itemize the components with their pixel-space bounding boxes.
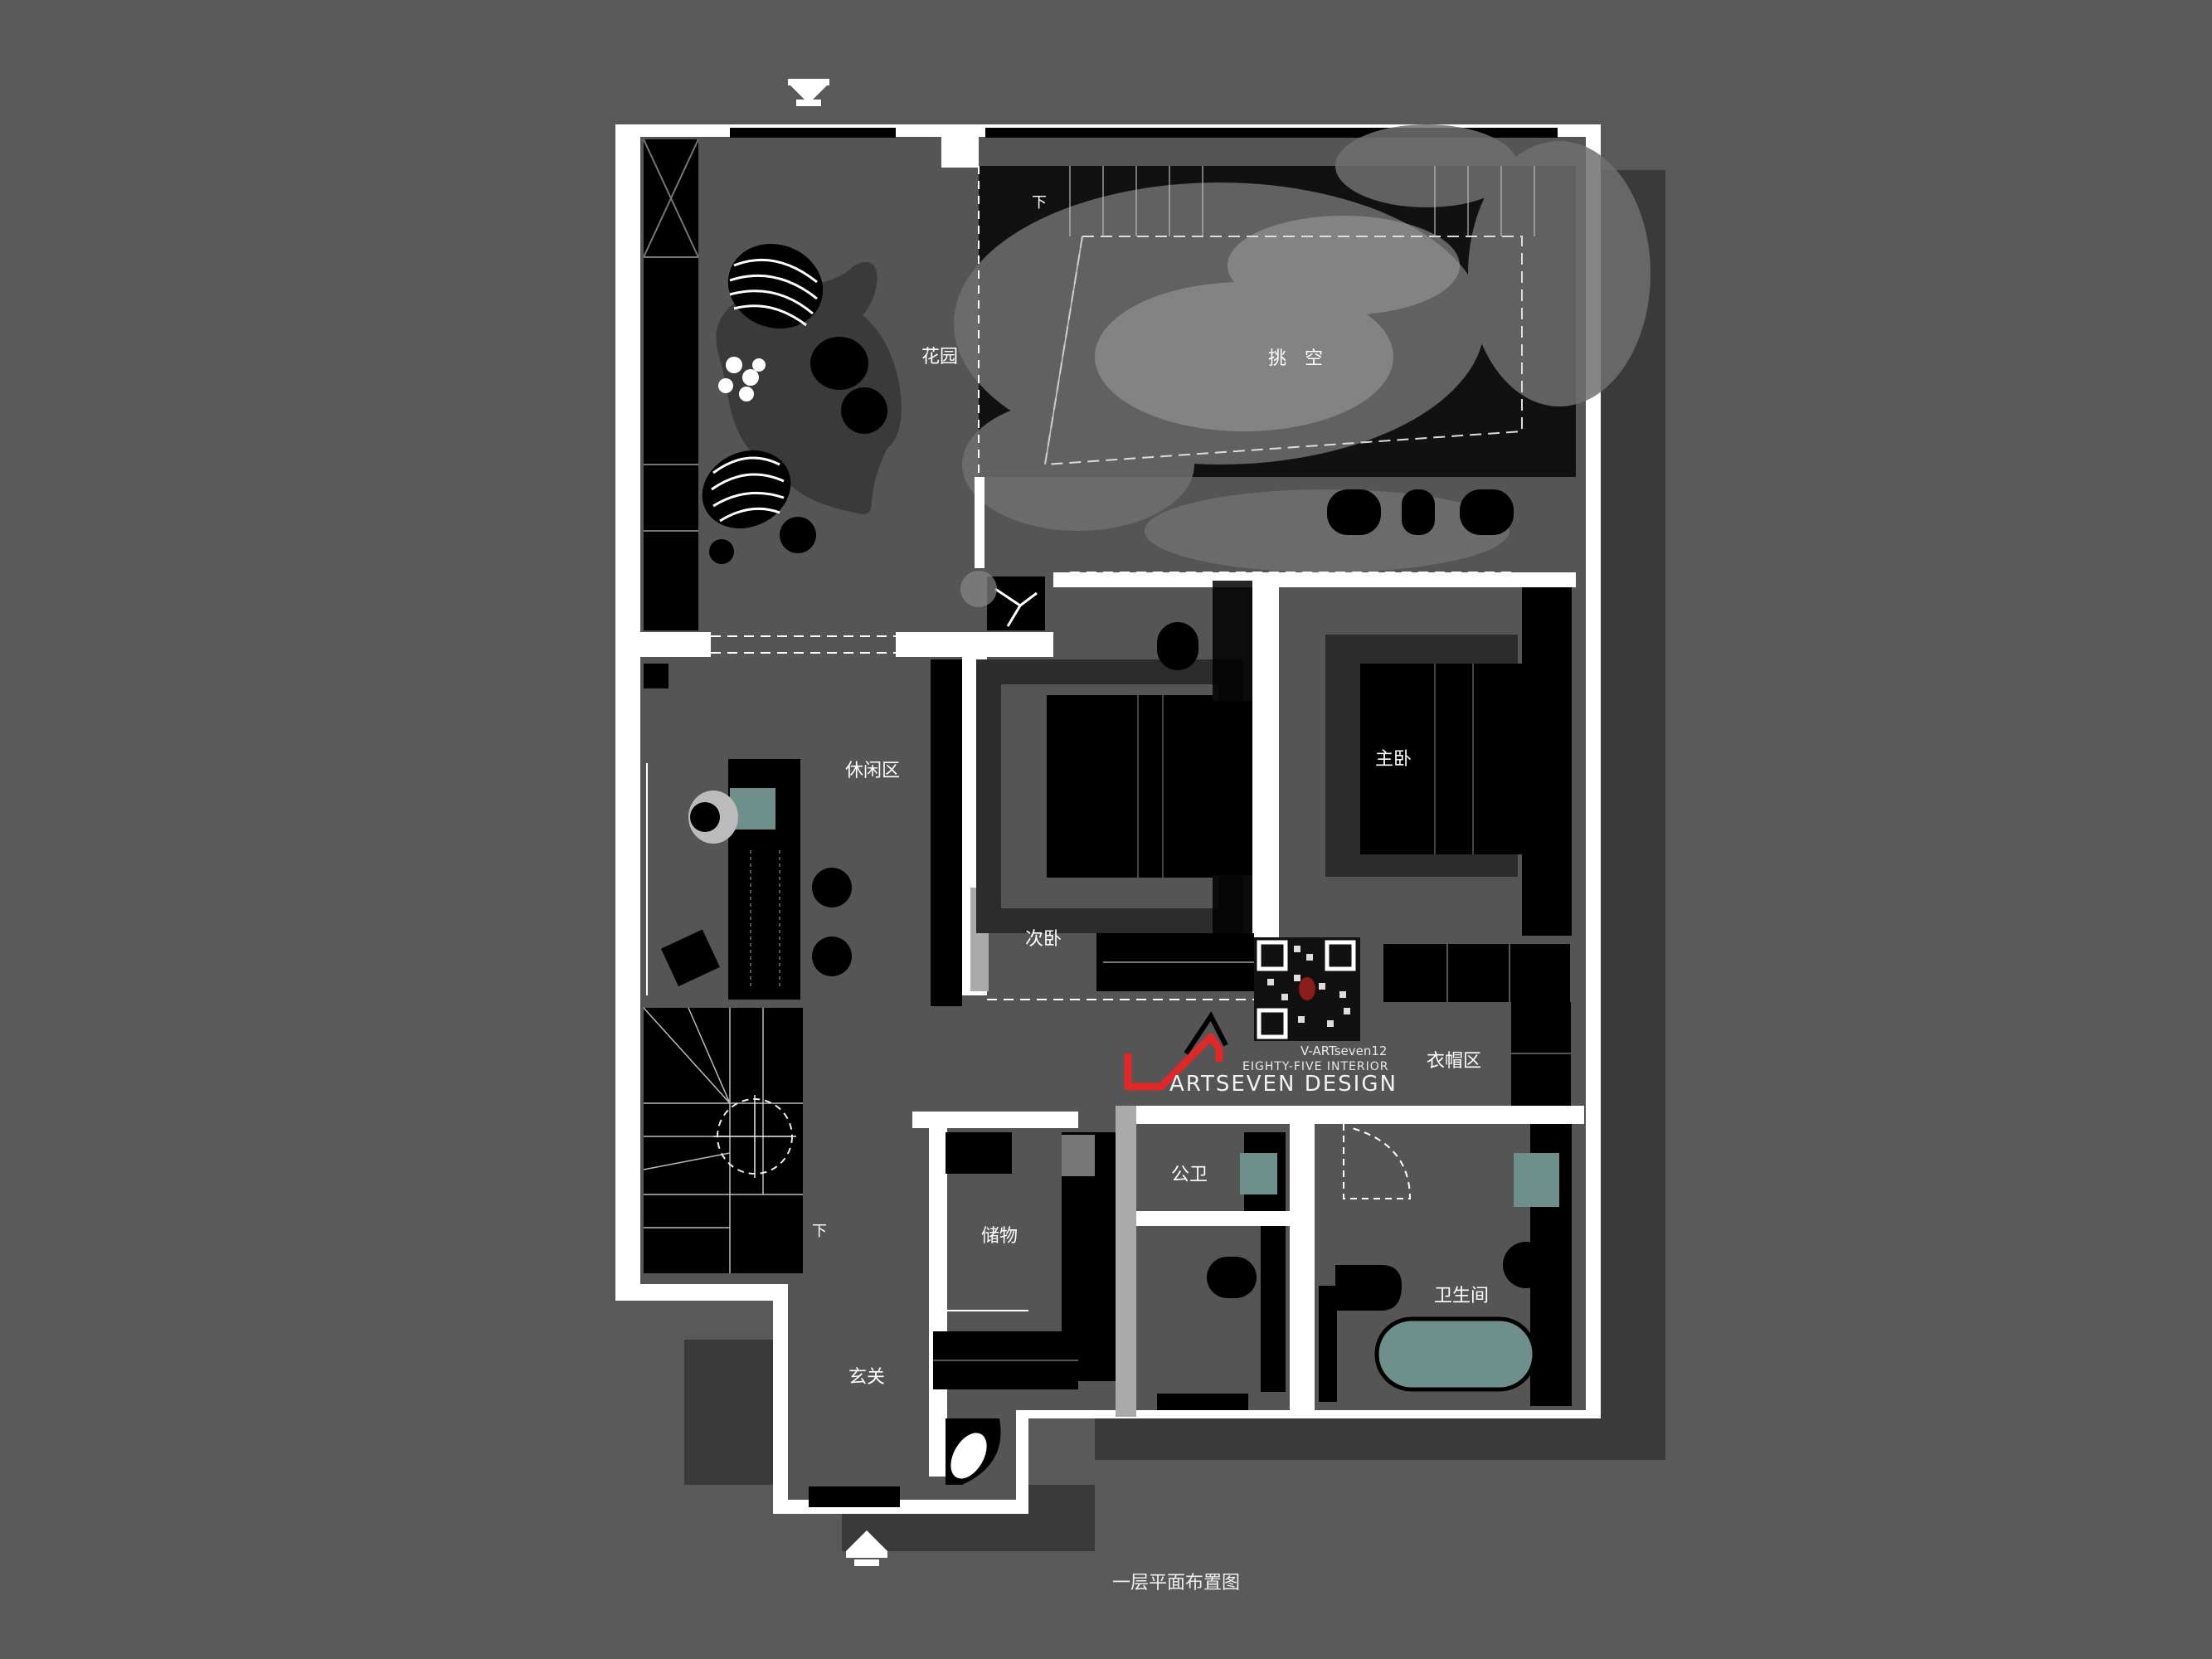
brand-wechat-id: V-ARTseven12	[1300, 1044, 1388, 1058]
garden-plant	[718, 357, 766, 401]
garden-chair-top	[727, 243, 824, 329]
room-label-master-bedroom: 主卧	[1374, 749, 1412, 770]
stair-down-mark-left: 下	[812, 1223, 827, 1240]
qr-code	[1254, 937, 1360, 1041]
room-label-lounge: 休闲区	[844, 761, 901, 781]
room-label-void: 挑 空	[1267, 348, 1324, 369]
stair-down-mark-top: 下	[1032, 194, 1047, 212]
room-label-storage: 储物	[980, 1226, 1018, 1247]
brand-name: ARTSEVEN DESIGN	[1169, 1072, 1398, 1097]
room-label-bathroom: 卫生间	[1433, 1286, 1490, 1306]
brand-logo-mark	[1124, 1033, 1223, 1091]
bathtub	[1374, 1316, 1537, 1392]
garden-storage	[644, 139, 698, 630]
room-label-cloakroom: 衣帽区	[1426, 1051, 1482, 1072]
room-label-garden: 花园	[921, 347, 959, 367]
room-label-entrance: 玄关	[848, 1367, 886, 1388]
garden-chair-bottom	[702, 450, 791, 528]
staircase	[644, 1008, 803, 1273]
room-label-second-bedroom: 次卧	[1024, 929, 1062, 950]
second-bedroom-bed	[1047, 695, 1213, 878]
drawing-title: 一层平面布置图	[1111, 1573, 1241, 1593]
brand-subtitle: EIGHTY-FIVE INTERIOR	[1242, 1060, 1389, 1073]
room-label-public-wc: 公卫	[1170, 1165, 1208, 1185]
